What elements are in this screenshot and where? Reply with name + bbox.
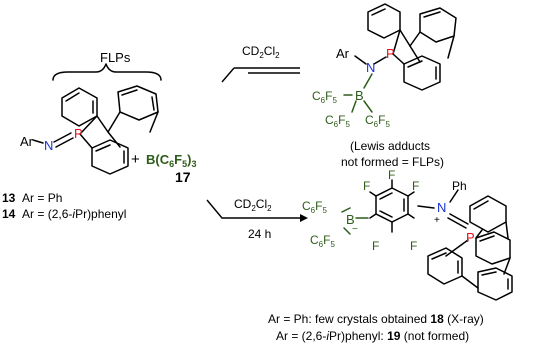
phosphorus-atom-label: P xyxy=(74,126,83,141)
result-18-line: Ar = Ph: few crystals obtained 18 (X-ray… xyxy=(268,312,484,326)
product-f-bottom-right: F xyxy=(410,239,417,253)
adduct-note-line2: not formed = FLPs) xyxy=(341,155,444,169)
flps-label: FLPs xyxy=(100,50,131,65)
starting-phosphazene-structure: Ar N P xyxy=(20,63,162,175)
compound-14-label: 14 Ar = (2,6-iPr)phenyl xyxy=(2,207,126,221)
borane-number: 17 xyxy=(175,169,191,185)
result-19-line: Ar = (2,6-iPr)phenyl: 19 (not formed) xyxy=(276,329,469,343)
product-f-bottom-left: F xyxy=(372,239,379,253)
adduct-c6f5-bottom-left: C6F5 xyxy=(325,113,350,129)
product-phosphorus-label: P xyxy=(466,230,475,245)
product-zwitterion-structure: F F F F F B − C6F5 C6F5 N + Ph P xyxy=(302,168,513,301)
adduct-c6f5-bottom-right: C6F5 xyxy=(365,113,390,129)
compound-13-label: 13 Ar = Ph xyxy=(2,191,62,205)
product-boron-label: B xyxy=(346,212,355,227)
adduct-ar-label: Ar xyxy=(336,46,350,61)
adduct-c6f5-left: C6F5 xyxy=(312,89,337,105)
borane-formula: B(C6F5)3 xyxy=(146,152,196,169)
plus-sign: + xyxy=(131,151,140,168)
adduct-phosphorus-label: P xyxy=(386,46,395,61)
product-boron-charge: − xyxy=(352,224,358,235)
product-ph-label: Ph xyxy=(452,179,467,193)
forward-arrow xyxy=(206,199,308,222)
product-f-top-right: F xyxy=(412,179,419,193)
lower-ring xyxy=(91,139,129,175)
product-nitrogen-charge: + xyxy=(434,215,440,226)
product-c6f5-upper: C6F5 xyxy=(302,199,327,215)
flps-brace xyxy=(52,63,162,81)
product-nitrogen-label: N xyxy=(437,200,446,215)
top-solvent-label: CD2Cl2 xyxy=(242,44,280,60)
bottom-solvent-label: CD2Cl2 xyxy=(234,197,272,213)
upper-left-ring xyxy=(61,87,98,127)
equilibrium-arrows xyxy=(221,67,300,83)
lewis-adduct-structure: Ar N P B C6F5 C6F5 C6F5 xyxy=(312,3,457,129)
adduct-nitrogen-label: N xyxy=(366,60,375,75)
ar-atom-label: Ar xyxy=(20,134,34,149)
upper-right-ring xyxy=(117,85,159,121)
adduct-boron-label: B xyxy=(355,88,364,103)
adduct-note-line1: (Lewis adducts xyxy=(350,139,430,153)
product-f-top-far-left: F xyxy=(363,179,370,193)
product-c6f5-lower: C6F5 xyxy=(310,233,335,249)
nitrogen-atom-label: N xyxy=(44,138,53,153)
reaction-time-label: 24 h xyxy=(248,227,271,241)
product-f-top-left: F xyxy=(388,168,395,182)
